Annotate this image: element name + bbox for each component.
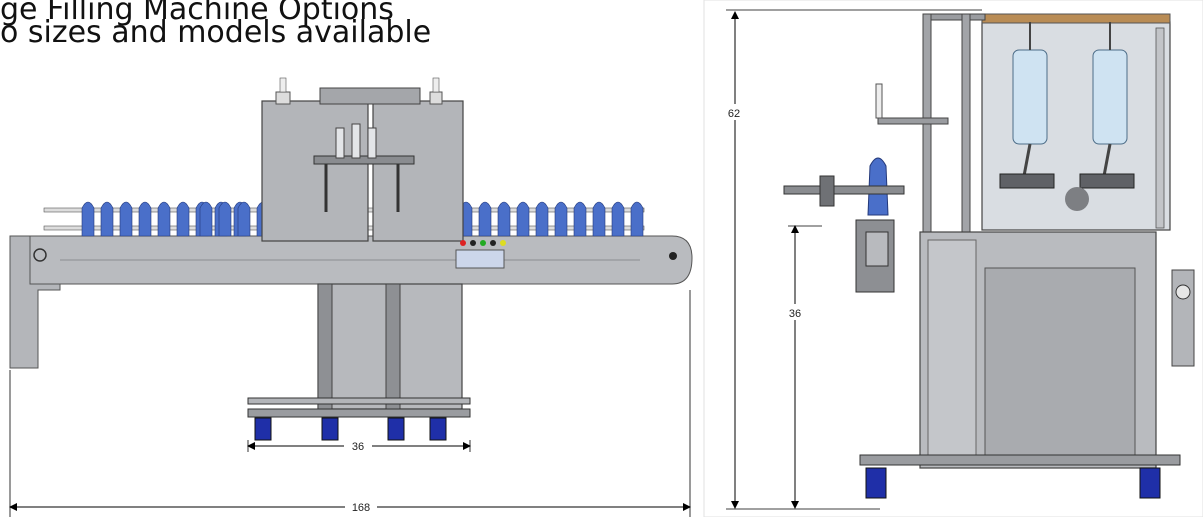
bottle — [592, 201, 606, 237]
bottle — [100, 201, 114, 237]
cylinder-right — [1092, 49, 1128, 145]
bottle — [478, 201, 492, 237]
bottle — [176, 201, 190, 237]
bottle — [573, 201, 587, 237]
caster-wheel — [254, 417, 272, 441]
headline-line-1: ge Filling Machine Options — [0, 0, 394, 27]
overall-length-dimension-label: 168 — [352, 502, 370, 514]
cylinder-left — [1012, 49, 1048, 145]
overall-height-dimension-label: 62 — [728, 108, 740, 120]
bottle — [218, 201, 232, 237]
side-casters — [865, 467, 1161, 499]
front-view-drawing: 36 168 — [9, 77, 693, 517]
bottle — [237, 201, 251, 237]
caster-wheel — [429, 417, 447, 441]
nozzle-bar — [313, 155, 415, 165]
caster-wheel — [387, 417, 405, 441]
caster-wheel — [321, 417, 339, 441]
side-view-drawing: 62 36 — [703, 0, 1203, 517]
front-casters — [254, 417, 447, 441]
bottle — [119, 201, 133, 237]
bottle — [138, 201, 152, 237]
bottle — [611, 201, 625, 237]
bottle — [157, 201, 171, 237]
base-frame — [247, 408, 471, 418]
bottle — [81, 201, 95, 237]
bottle — [554, 201, 568, 237]
air-regulator — [1171, 269, 1195, 367]
bottle-row — [81, 201, 644, 237]
right-filler-cabinet — [372, 100, 464, 242]
bottle — [497, 201, 511, 237]
headline-line-2: o sizes and models available — [0, 15, 432, 50]
bottle — [535, 201, 549, 237]
left-filler-cabinet — [261, 100, 369, 242]
wood-top — [981, 13, 1171, 24]
control-panel — [455, 249, 505, 269]
bottle — [516, 201, 530, 237]
conveyor-height-dimension-label: 36 — [789, 308, 801, 320]
bottle — [199, 201, 213, 237]
bottle — [630, 201, 644, 237]
front-width-dimension-label: 36 — [352, 441, 364, 453]
